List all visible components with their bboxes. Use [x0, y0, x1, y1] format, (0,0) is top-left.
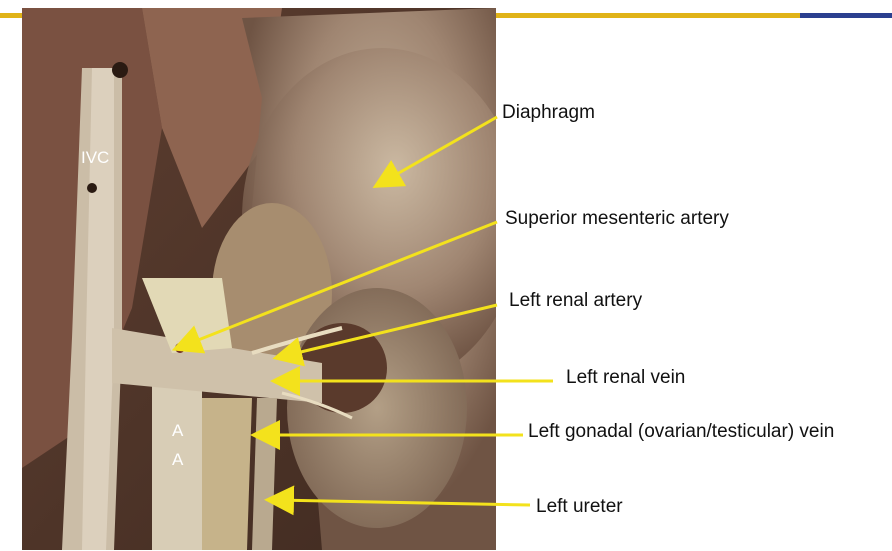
accent-bar-blue: [800, 13, 892, 18]
accent-bar-left: [0, 13, 22, 18]
left-gonadal-vein-label: Left gonadal (ovarian/testicular) vein: [528, 421, 835, 442]
left-ureter-arrow: [264, 485, 531, 516]
accent-bar-right: [496, 13, 800, 18]
aorta-label-upper: A: [172, 421, 184, 440]
aorta-label-lower: A: [172, 450, 184, 469]
diaphragm-arrow: [372, 115, 498, 188]
sma-label: Superior mesenteric artery: [505, 208, 729, 229]
ivc-label: IVC: [81, 148, 110, 167]
left-ureter-label: Left ureter: [536, 496, 623, 517]
sma-arrow: [171, 220, 498, 354]
diaphragm-label: Diaphragm: [502, 102, 595, 123]
left-renal-artery-arrow: [272, 303, 498, 367]
left-renal-vein-label: Left renal vein: [566, 367, 686, 388]
left-renal-artery-label: Left renal artery: [509, 290, 643, 311]
